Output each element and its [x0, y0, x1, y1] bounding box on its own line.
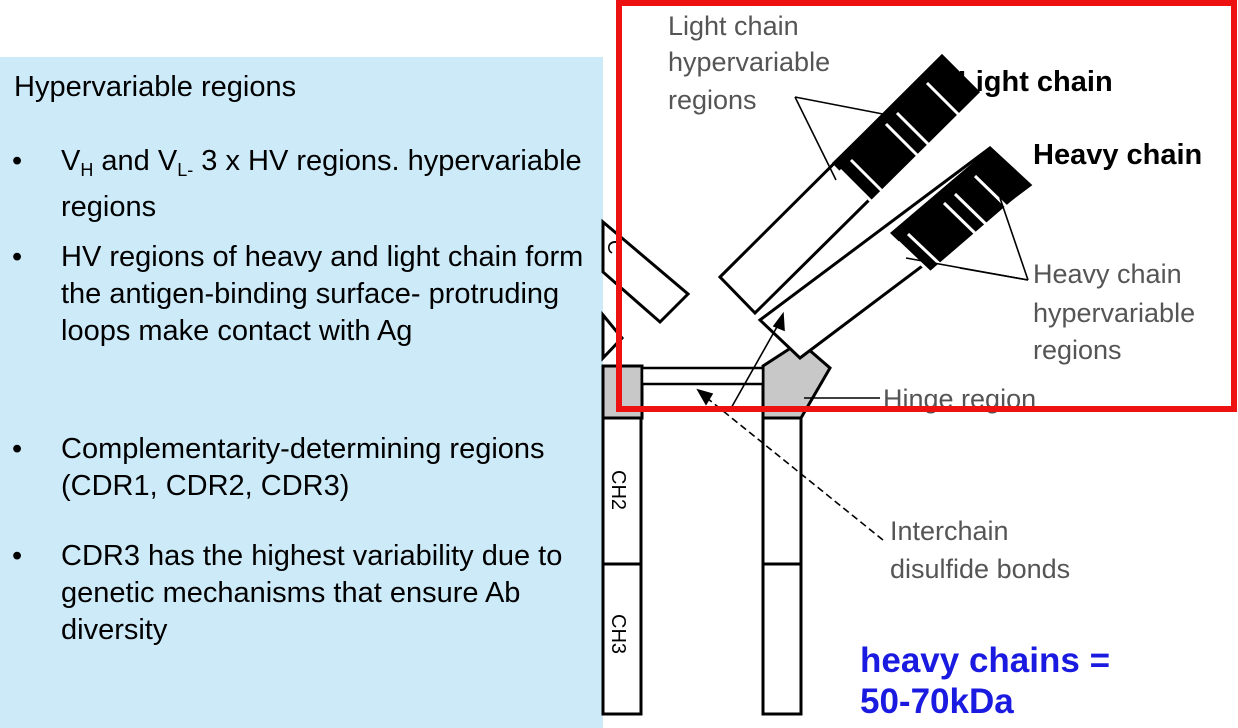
bullet-text: Complementarity-determining regions (CDR… [61, 433, 545, 502]
bullet-dot: • [12, 145, 23, 177]
diagram-label: disulfide bonds [890, 554, 1070, 584]
note-line: heavy chains = [860, 641, 1111, 680]
ch3-label: CH3 [607, 614, 629, 654]
diagram-label: Light chain [668, 11, 799, 41]
highlight-box [616, 0, 1237, 412]
diagram-label: Interchain [890, 516, 1009, 546]
diagram-label: regions [1033, 335, 1122, 365]
fc-stem-right [761, 416, 803, 716]
bullet-text: VH and VL- 3 x HV regions. hypervariable… [61, 145, 582, 223]
pointer-lines [696, 96, 1029, 541]
panel-title: Hypervariable regions [14, 71, 297, 103]
bullet-text: HV regions of heavy and light chain form… [61, 241, 584, 347]
heavy-chain-mass-note: heavy chains = 50-70kDa [860, 640, 1110, 722]
text-panel: Hypervariable regions • VH and VL- 3 x H… [0, 57, 603, 728]
bullet-dot: • [12, 241, 23, 273]
heavy-chain-label: Heavy chain [1033, 139, 1202, 171]
bullet-dot: • [12, 540, 23, 572]
bullet-dot: • [12, 433, 23, 465]
ch2-label: CH2 [607, 470, 629, 510]
light-chain-hv-label: Light chain hypervariable regions [668, 11, 830, 115]
diagram-label: hypervariable [668, 47, 830, 77]
light-chain-arm [717, 53, 981, 316]
disulfide-label: Interchain disulfide bonds [890, 516, 1070, 584]
diagram-label: regions [668, 85, 757, 115]
light-chain-label: Light chain [958, 66, 1113, 98]
note-line: 50-70kDa [860, 682, 1014, 721]
left-fab-arm: C [601, 218, 691, 362]
diagram-label: hypervariable [1033, 298, 1195, 328]
bullet-text: CDR3 has the highest variability due to … [61, 540, 563, 646]
heavy-chain-arm [757, 146, 1033, 360]
heavy-chain-hv-label: Heavy chain hypervariable regions [1033, 259, 1195, 365]
diagram-label: Heavy chain [1033, 259, 1182, 289]
fc-stem-left: CH2 CH3 [601, 416, 643, 716]
